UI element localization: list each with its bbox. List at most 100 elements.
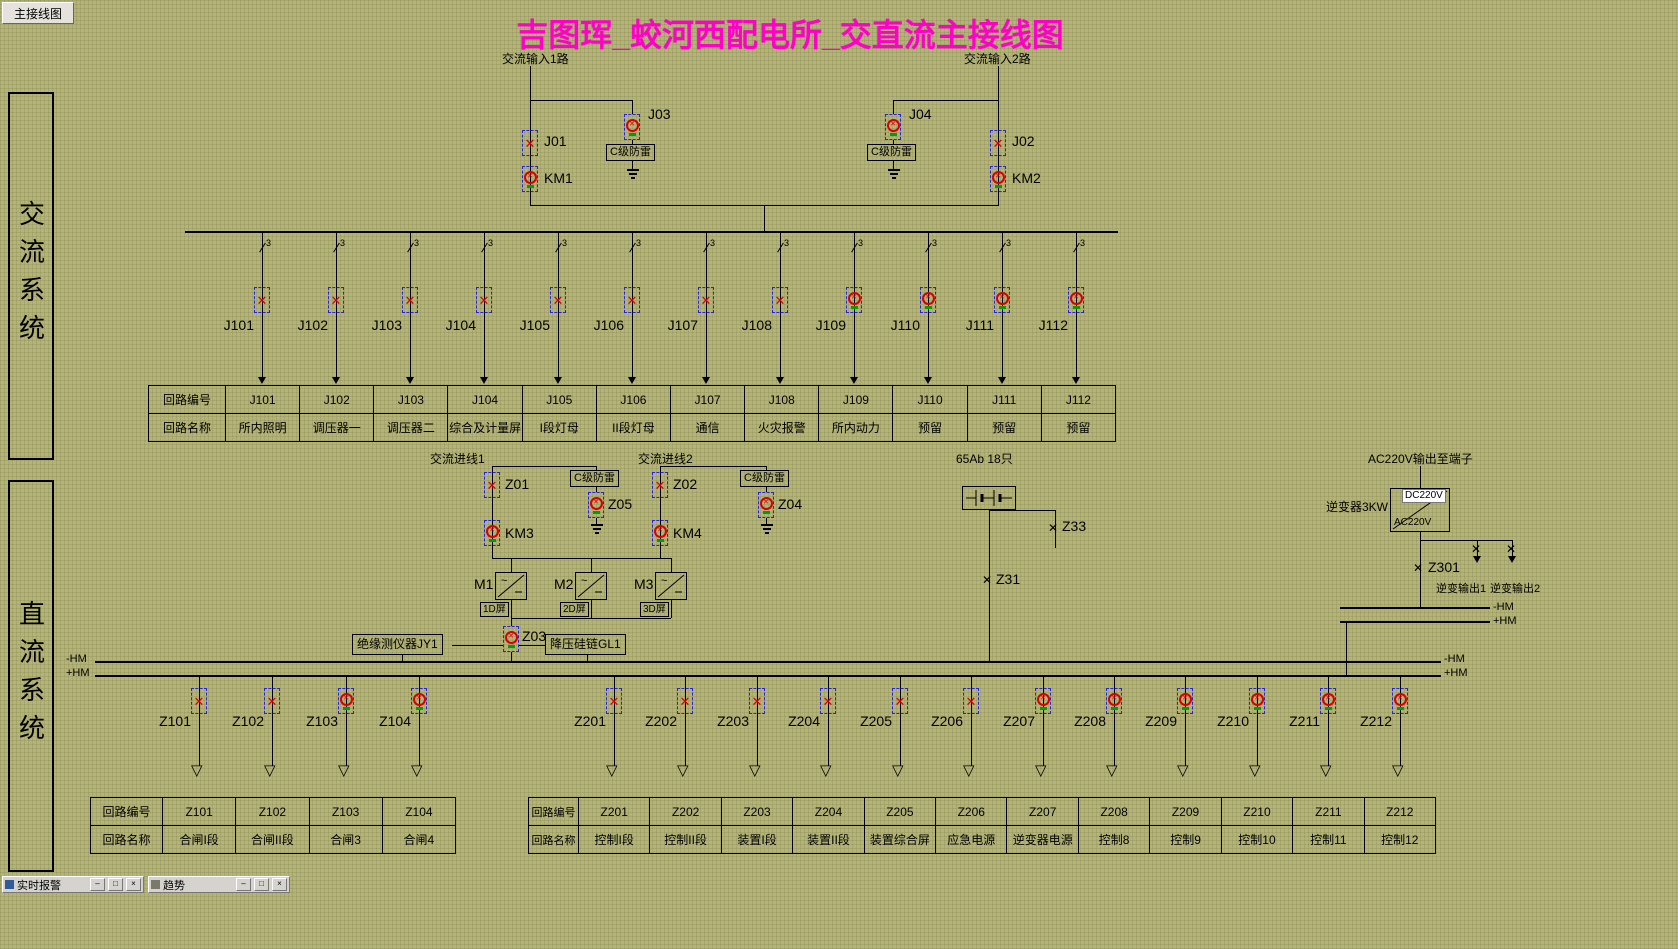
breaker-Z01[interactable]: ✕ [484, 472, 500, 498]
breaker-Z202[interactable]: ✕ [677, 688, 693, 714]
bus-neg-label: -HM [1493, 601, 1514, 613]
feeder-id-label: Z103 [306, 713, 338, 729]
table-cell: Z102 [236, 798, 310, 826]
contactor-KM3[interactable]: ✕ [484, 520, 500, 546]
breaker-J105[interactable]: ✕ [550, 287, 566, 313]
close-button[interactable]: × [126, 878, 141, 891]
three-phase-count-label: 3 [340, 238, 346, 248]
device-id-label: Z05 [608, 496, 633, 512]
breaker-J102[interactable]: ✕ [328, 287, 344, 313]
restore-button[interactable]: □ [108, 878, 123, 891]
rectifier-id-label: M2 [554, 576, 574, 592]
breaker-Z212[interactable]: ✕ [1392, 688, 1408, 714]
device-id-label: Z03 [522, 628, 547, 644]
state-bar-icon [1396, 706, 1404, 710]
contactor-KM4[interactable]: ✕ [652, 520, 668, 546]
breaker-Z02[interactable]: ✕ [652, 472, 668, 498]
wire [419, 677, 420, 766]
breaker-Z03[interactable]: ✕ [503, 626, 519, 652]
close-button[interactable]: × [272, 878, 287, 891]
restore-button[interactable]: □ [254, 878, 269, 891]
breaker-Z205[interactable]: ✕ [892, 688, 908, 714]
breaker-Z101[interactable]: ✕ [191, 688, 207, 714]
arrow-down-icon [1508, 556, 1516, 563]
breaker-Z211[interactable]: ✕ [1320, 688, 1336, 714]
breaker-Z05[interactable]: ✕ [588, 492, 604, 518]
breaker-Z201[interactable]: ✕ [606, 688, 622, 714]
rectifier-panel-label: 1D屏 [480, 602, 509, 617]
breaker-J03[interactable]: ✕ [624, 114, 640, 140]
breaker-closed-icon: ✕ [478, 292, 490, 308]
breaker-J02[interactable]: ✕ [990, 130, 1006, 156]
rectifier-M1-icon[interactable]: ~ [495, 572, 527, 605]
wire [632, 161, 633, 169]
ground-icon [760, 524, 774, 534]
main-diagram-tab[interactable]: 主接线图 [2, 2, 74, 24]
breaker-J111[interactable]: ✕ [994, 287, 1010, 313]
minimize-button[interactable]: – [90, 878, 105, 891]
breaker-J01[interactable]: ✕ [522, 130, 538, 156]
svg-text:~: ~ [581, 575, 587, 587]
breaker-closed-icon: ✕ [822, 693, 834, 709]
rectifier-M2-icon[interactable]: ~ [575, 572, 607, 605]
breaker-J104[interactable]: ✕ [476, 287, 492, 313]
breaker-closed-icon: ✕ [266, 693, 278, 709]
breaker-open-icon: ✕ [1321, 692, 1335, 706]
feeder-id-label: J106 [593, 317, 624, 333]
table-cell: 控制12 [1364, 826, 1436, 854]
breaker-Z209[interactable]: ✕ [1177, 688, 1193, 714]
fuse-Z33-icon[interactable]: ✕ [1048, 521, 1059, 535]
table-cell: J101 [226, 386, 301, 414]
state-bar-icon [994, 184, 1002, 188]
row-header: 回路编号 [91, 798, 163, 826]
fuse-Z31-icon[interactable]: ✕ [982, 573, 993, 587]
three-phase-count-label: 3 [1006, 238, 1012, 248]
wire [989, 510, 990, 661]
alarm-window-bar[interactable]: 实时报警 – □ × [2, 876, 144, 893]
state-bar-icon [1072, 305, 1080, 309]
breaker-J103[interactable]: ✕ [402, 287, 418, 313]
contactor-KM1[interactable]: ✕ [522, 166, 538, 192]
breaker-open-icon: ✕ [485, 524, 499, 538]
table-cell: Z104 [382, 798, 456, 826]
wire [971, 677, 972, 766]
breaker-closed-icon: ✕ [774, 292, 786, 308]
breaker-J04[interactable]: ✕ [885, 114, 901, 140]
breaker-J101[interactable]: ✕ [254, 287, 270, 313]
breaker-Z207[interactable]: ✕ [1035, 688, 1051, 714]
trend-window-bar[interactable]: 趋势 – □ × [148, 876, 290, 893]
breaker-Z102[interactable]: ✕ [264, 688, 280, 714]
breaker-J107[interactable]: ✕ [698, 287, 714, 313]
breaker-open-icon: ✕ [847, 291, 861, 305]
feeder-id-label: Z210 [1217, 713, 1249, 729]
battery-icon[interactable] [962, 486, 1016, 515]
breaker-Z204[interactable]: ✕ [820, 688, 836, 714]
breaker-Z104[interactable]: ✕ [411, 688, 427, 714]
fuse-icon[interactable]: ✕ [1471, 542, 1482, 556]
device-id-label: KM3 [505, 525, 534, 541]
breaker-J110[interactable]: ✕ [920, 287, 936, 313]
breaker-J108[interactable]: ✕ [772, 287, 788, 313]
arrow-down-icon [1473, 556, 1481, 563]
breaker-closed-icon: ✕ [193, 693, 205, 709]
contactor-KM2[interactable]: ✕ [990, 166, 1006, 192]
breaker-Z103[interactable]: ✕ [338, 688, 354, 714]
table-cell: 控制I段 [579, 826, 651, 854]
breaker-Z210[interactable]: ✕ [1249, 688, 1265, 714]
breaker-closed-icon: ✕ [992, 135, 1004, 151]
breaker-Z04[interactable]: ✕ [758, 492, 774, 518]
rectifier-M3-icon[interactable]: ~ [655, 572, 687, 605]
breaker-J106[interactable]: ✕ [624, 287, 640, 313]
breaker-Z203[interactable]: ✕ [749, 688, 765, 714]
breaker-J112[interactable]: ✕ [1068, 287, 1084, 313]
breaker-J109[interactable]: ✕ [846, 287, 862, 313]
fuse-icon[interactable]: ✕ [1506, 542, 1517, 556]
table-cell: J112 [1041, 386, 1116, 414]
arrester-label: C级防雷 [867, 144, 916, 161]
breaker-Z208[interactable]: ✕ [1106, 688, 1122, 714]
fuse-Z301-icon[interactable]: ✕ [1413, 561, 1424, 575]
wire [511, 600, 512, 618]
minimize-button[interactable]: – [236, 878, 251, 891]
breaker-Z206[interactable]: ✕ [963, 688, 979, 714]
inverter-bus-positive [1340, 621, 1490, 623]
